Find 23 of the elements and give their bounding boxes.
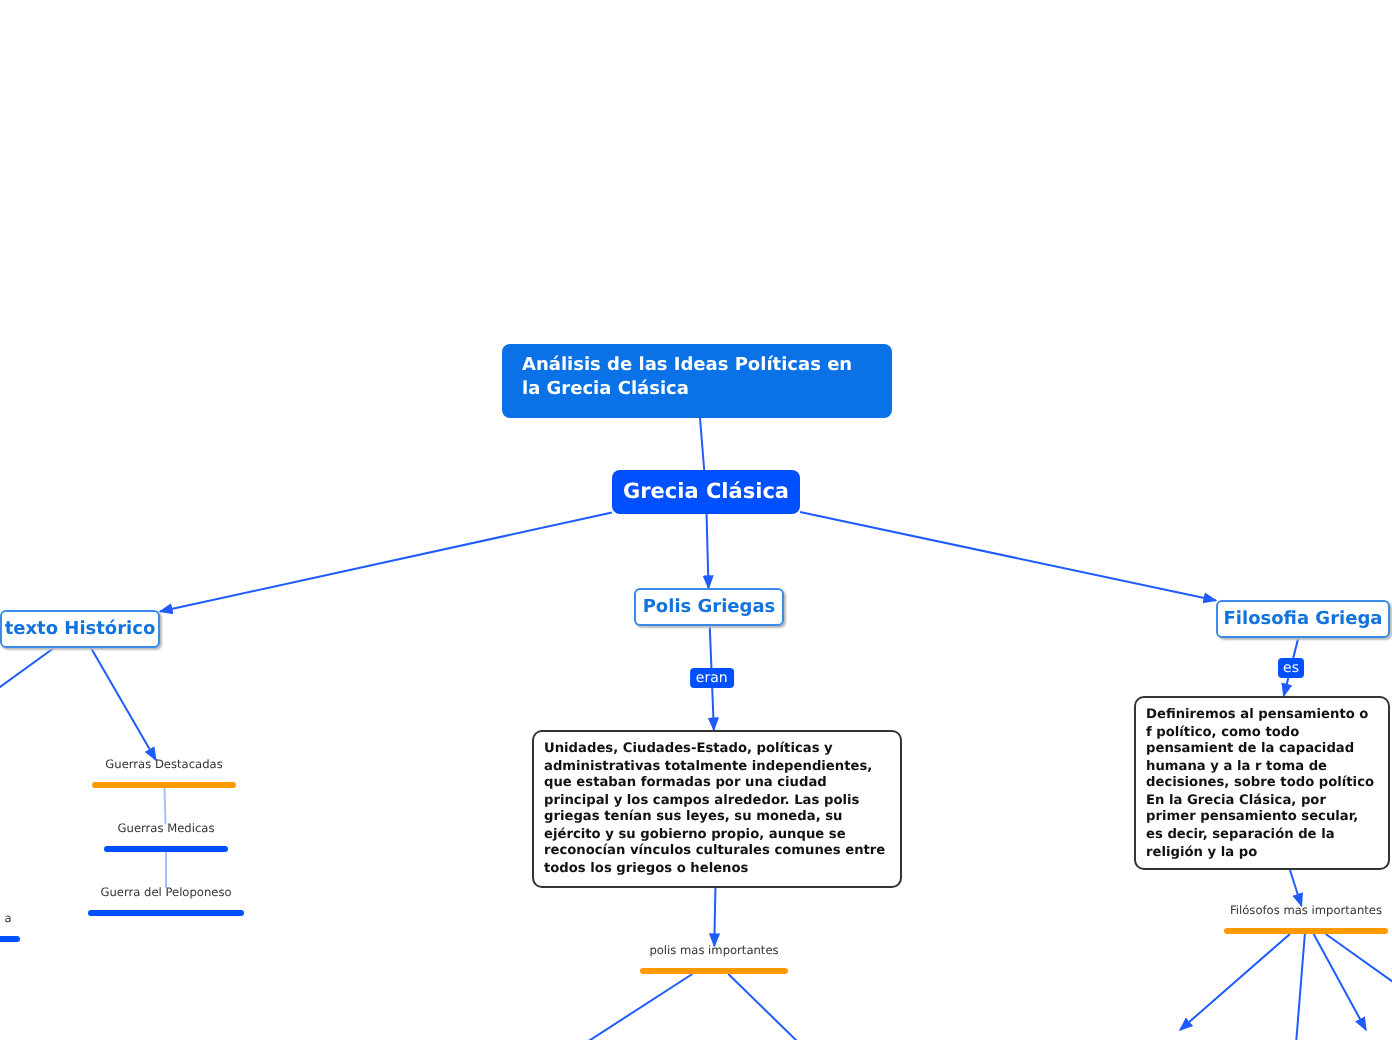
connector-line (699, 417, 706, 471)
connector-line (727, 973, 801, 1040)
arrow (1288, 869, 1303, 908)
topic-box: texto Histórico (0, 610, 160, 648)
connector-line (583, 973, 694, 1040)
connector-line (165, 851, 167, 889)
arrow (799, 511, 1218, 604)
central-topic-box: Grecia Clásica (612, 470, 800, 514)
connector-line (1324, 933, 1392, 985)
arrow (707, 625, 719, 732)
arrow (1281, 637, 1300, 698)
arrow (702, 513, 714, 590)
connector-line (163, 787, 167, 825)
connector-line (0, 647, 55, 691)
arrow (90, 647, 157, 762)
arrow (708, 887, 721, 948)
topic-box: Filosofia Griega (1216, 600, 1390, 638)
arrow (158, 511, 613, 615)
title-box: Análisis de las Ideas Políticas en la Grecia Clásica (502, 344, 892, 418)
arrow (1312, 933, 1367, 1032)
topic-box: Polis Griegas (634, 588, 784, 626)
arrow (1178, 933, 1291, 1031)
connector-line (1295, 933, 1306, 1040)
